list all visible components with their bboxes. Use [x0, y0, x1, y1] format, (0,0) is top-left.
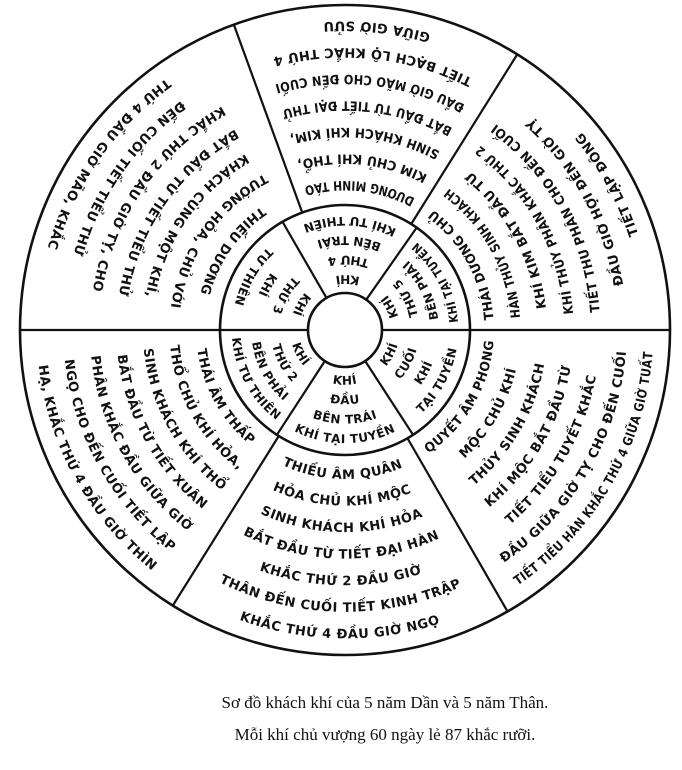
- wheel-frame: [18, 3, 672, 657]
- outer-divider-line: [171, 435, 280, 607]
- bottom-text-line: THIẾU ÂM QUÂN: [280, 455, 404, 483]
- outer-divider-line: [406, 437, 509, 613]
- inner-bottom-right-text-line: KHÍ: [377, 341, 401, 369]
- inner-divider-line: [275, 360, 326, 436]
- inner-top-text-line: BÊN TRÁI: [315, 233, 382, 254]
- top-text-line: DƯƠNG MINH TÁO: [303, 177, 417, 208]
- inner-top-left-text-line: KHÍ: [290, 290, 314, 318]
- top-left-text-line: TƯỚNG HỎA, CHỦ VỚI: [167, 170, 270, 309]
- bottom-text-line: KHẮC THỨ 2 ĐẦU GIỜ: [258, 560, 424, 589]
- inner-bottom-text-line: BÊN TRÁI: [311, 407, 378, 426]
- caption-line-1: Sơ đồ khách khí của 5 năm Dần và 5 năm T…: [221, 693, 549, 712]
- top-text-line: GIỮA GIỜ SỬU: [322, 18, 431, 45]
- inner-divider-line: [281, 221, 328, 299]
- bottom-text-line: HỎA CHỦ KHÍ MỘC: [271, 480, 414, 510]
- inner-top-text-line: THỨ 4: [326, 253, 370, 271]
- inner-bottom-text-line: KHÍ: [332, 371, 358, 387]
- outer-divider-line: [232, 24, 304, 213]
- bottom-left-text-line: BẮT ĐẦU TỪ TIẾT XUÂN: [114, 354, 211, 513]
- inner-divider-line: [364, 360, 415, 436]
- inner-divider-line: [365, 226, 418, 301]
- bottom-right-text-line: TIẾT TIỂU TUYẾT KHẮC: [503, 373, 600, 527]
- inner-bottom-right-text-line: KHÍ: [411, 359, 435, 388]
- inner-bottom-text-line: ĐẦU: [329, 390, 360, 407]
- bottom-left-text-line: SINH KHÁCH KHÍ THỔ: [140, 348, 231, 494]
- inner-top-text-line: KHÍ: [334, 272, 360, 288]
- caption-line-2: Mỗi khí chủ vượng 60 ngày lẻ 87 khắc rưỡ…: [234, 725, 536, 744]
- center-hub-circle: [306, 291, 384, 369]
- outer-divider-line: [410, 53, 519, 225]
